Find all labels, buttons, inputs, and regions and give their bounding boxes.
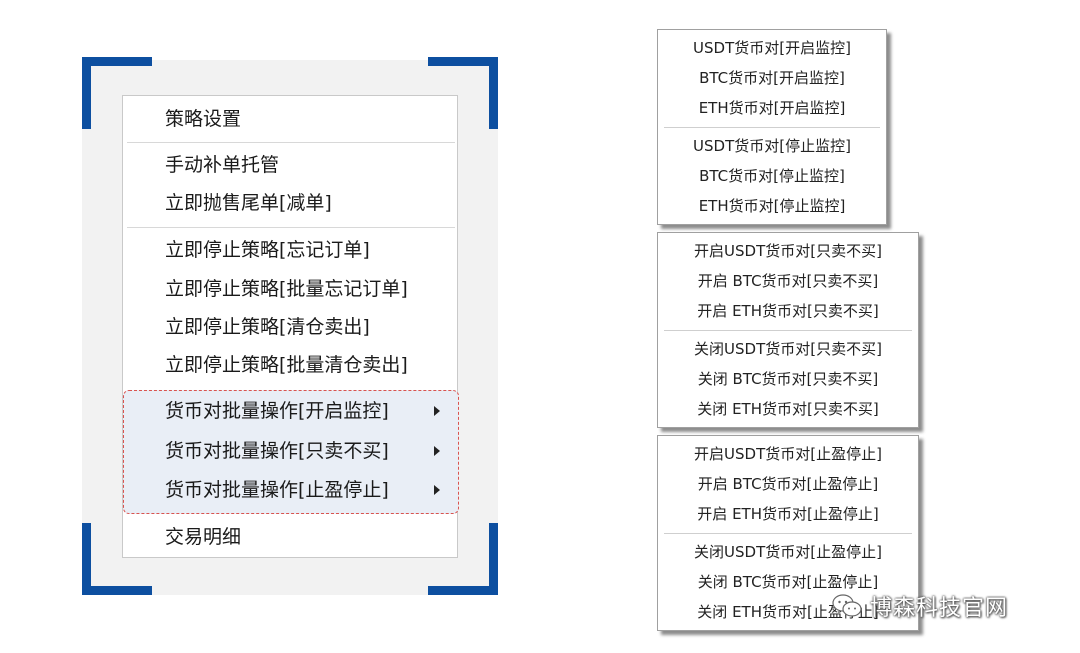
submenu-monitor: USDT货币对[开启监控] BTC货币对[开启监控] ETH货币对[开启监控] … [657,29,887,225]
submenu-item-disable-btc-sell-only[interactable]: 关闭 BTC货币对[只卖不买] [697,370,879,388]
menu-item-strategy-settings[interactable]: 策略设置 [165,108,242,130]
menu-item-batch-enable-monitor[interactable]: 货币对批量操作[开启监控] [165,400,389,422]
menu-item-batch-sell-only[interactable]: 货币对批量操作[只卖不买] [165,440,389,462]
submenu-item-enable-eth-sell-only[interactable]: 开启 ETH货币对[只卖不买] [697,302,879,320]
submenu-arrow-icon [434,485,440,495]
menu-item-manual-order-hosting[interactable]: 手动补单托管 [165,154,280,176]
menu-separator [664,330,912,331]
submenu-item-disable-eth-sell-only[interactable]: 关闭 ETH货币对[只卖不买] [697,400,879,418]
menu-item-stop-batch-liquidate[interactable]: 立即停止策略[批量清仓卖出] [165,354,408,376]
submenu-item-disable-usdt-take-profit[interactable]: 关闭USDT货币对[止盈停止] [694,543,882,561]
wechat-icon [832,594,862,617]
menu-separator [664,127,880,128]
submenu-item-usdt-enable-monitor[interactable]: USDT货币对[开启监控] [693,39,851,57]
submenu-item-disable-eth-take-profit[interactable]: 关闭 ETH货币对[止盈停止] [697,603,879,621]
submenu-item-enable-btc-take-profit[interactable]: 开启 BTC货币对[止盈停止] [697,475,879,493]
batch-operations-group [123,390,459,514]
submenu-sell-only: 开启USDT货币对[只卖不买] 开启 BTC货币对[只卖不买] 开启 ETH货币… [657,232,919,428]
menu-item-sell-tail-orders[interactable]: 立即抛售尾单[减单] [165,192,332,214]
menu-separator [127,142,455,143]
submenu-item-eth-enable-monitor[interactable]: ETH货币对[开启监控] [698,99,846,117]
submenu-item-btc-stop-monitor[interactable]: BTC货币对[停止监控] [699,167,845,185]
watermark: 博森科技官网 [832,588,1008,624]
submenu-arrow-icon [434,446,440,456]
menu-item-stop-forget-orders[interactable]: 立即停止策略[忘记订单] [165,239,370,261]
watermark-text: 博森科技官网 [870,596,1009,621]
menu-item-stop-batch-forget-orders[interactable]: 立即停止策略[批量忘记订单] [165,278,408,300]
submenu-item-enable-usdt-take-profit[interactable]: 开启USDT货币对[止盈停止] [694,445,882,463]
submenu-item-enable-eth-take-profit[interactable]: 开启 ETH货币对[止盈停止] [697,505,879,523]
submenu-item-enable-usdt-sell-only[interactable]: 开启USDT货币对[只卖不买] [694,242,882,260]
menu-item-stop-liquidate[interactable]: 立即停止策略[清仓卖出] [165,316,370,338]
submenu-item-enable-btc-sell-only[interactable]: 开启 BTC货币对[只卖不买] [697,272,879,290]
context-menu: 策略设置 手动补单托管 立即抛售尾单[减单] 立即停止策略[忘记订单] 立即停止… [122,95,459,558]
submenu-item-disable-btc-take-profit[interactable]: 关闭 BTC货币对[止盈停止] [697,573,879,591]
menu-item-batch-take-profit-stop[interactable]: 货币对批量操作[止盈停止] [165,479,389,501]
submenu-item-disable-usdt-sell-only[interactable]: 关闭USDT货币对[只卖不买] [694,340,882,358]
menu-separator [127,227,455,228]
submenu-item-eth-stop-monitor[interactable]: ETH货币对[停止监控] [698,197,846,215]
menu-separator [664,533,912,534]
menu-item-trade-details[interactable]: 交易明细 [165,526,242,548]
submenu-item-usdt-stop-monitor[interactable]: USDT货币对[停止监控] [693,137,851,155]
submenu-item-btc-enable-monitor[interactable]: BTC货币对[开启监控] [699,69,845,87]
submenu-take-profit-stop: 开启USDT货币对[止盈停止] 开启 BTC货币对[止盈停止] 开启 ETH货币… [657,435,919,631]
submenu-arrow-icon [434,406,440,416]
